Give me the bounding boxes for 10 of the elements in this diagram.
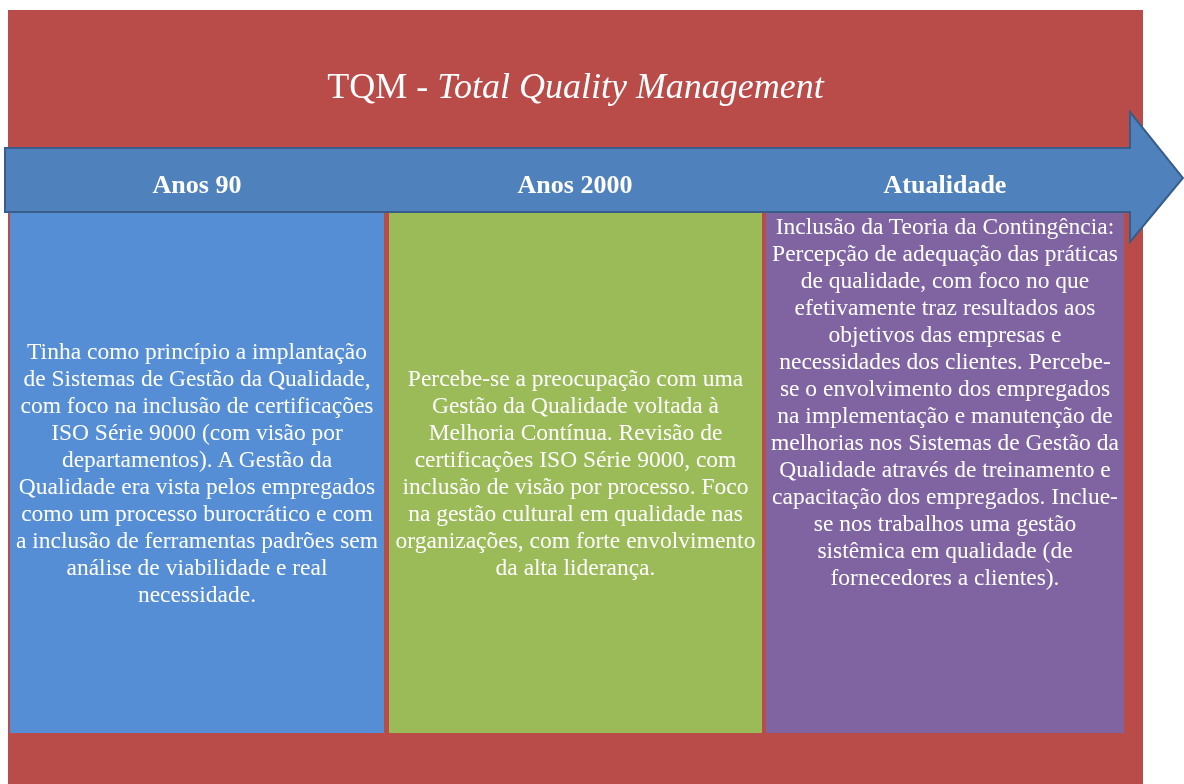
period-column [389,213,762,733]
description-text: Percebe-se a preocupação com uma Gestão da Qualidade voltada à Melhoria Contínua. Revisão de certificações ISO Série 9000, com inclusão de visão por processo. Foco na gestão cultural em qualidade nas organizações, com forte envolvimento da alta liderança. [394,365,757,581]
description-text: Tinha como princípio a implantação de Sistemas de Gestão da Qualidade, com foco na inclusão de certificações ISO Série 9000 (com visão por departamentos). A Gestão da Qualidade era vista pelos empregados como um processo burocrático e com a inclusão de ferramentas padrões sem análise de viabilidade e real necessidade. [14,338,380,608]
period-heading: Anos 90 [152,169,242,201]
period-heading: Atualidade [883,169,1007,201]
period-column [766,213,1124,733]
description-text: Inclusão da Teoria da Contingência: Percepção de adequação das práticas de qualidade, com foco no que efetivamente traz resultados aos objetivos das empresas e necessidades dos clientes. Percebe-se o envolvimento dos empregados na implementação e manutenção de melhorias nos Sistemas de Gestão da Qualidade através de treinamento e capacitação dos empregados. Inclue-se nos trabalhos uma gestão sistêmica em qualidade (de fornecedores a clientes). [770,213,1120,591]
period-heading: Anos 2000 [517,169,633,201]
title: TQM - Total Quality Management [326,65,826,108]
period-column [10,213,384,733]
